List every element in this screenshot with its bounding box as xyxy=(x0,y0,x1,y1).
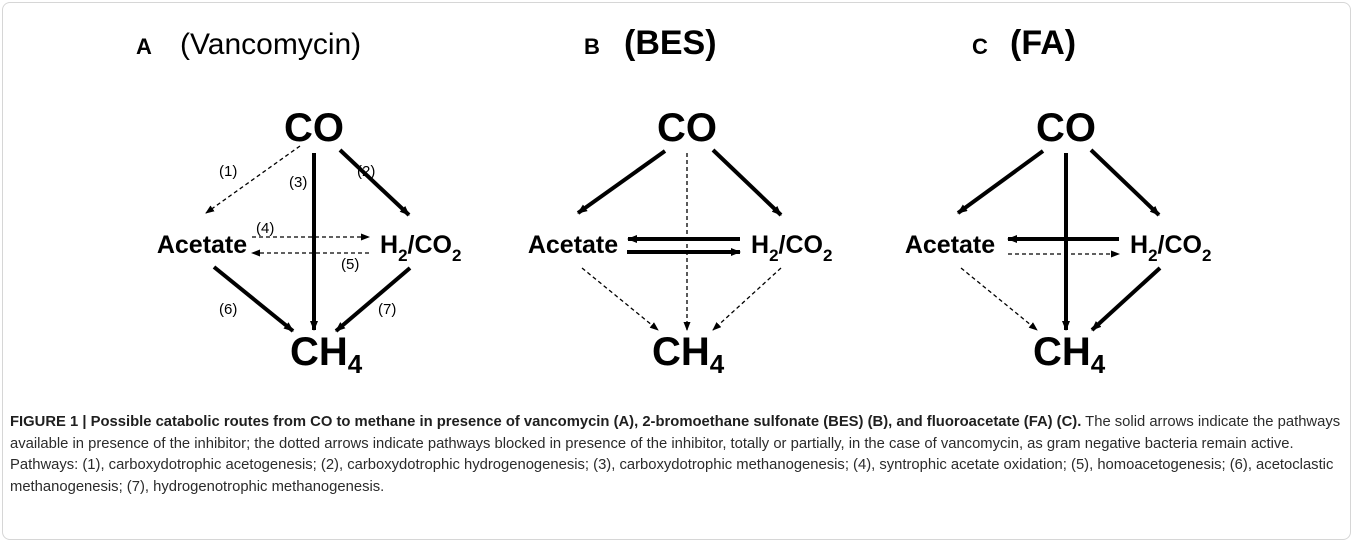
panel-b-arrow-h2co2-ch4-dotted xyxy=(712,267,782,331)
panel-b-ch4-node: CH4 xyxy=(652,330,725,379)
figure-caption: FIGURE 1 | Possible catabolic routes fro… xyxy=(10,412,1345,498)
panel-c: C (FA) CO Acetate H2/CO2 CH4 xyxy=(905,24,1212,379)
panel-a-label-1: (1) xyxy=(219,163,237,180)
figure-caption-title: FIGURE 1 | Possible catabolic routes fro… xyxy=(10,414,1082,430)
panel-b: B (BES) CO Acetate H2/CO2 CH4 xyxy=(528,24,833,379)
panel-a-label-7: (7) xyxy=(378,301,396,318)
panel-a-co-node: CO xyxy=(284,106,344,150)
panel-c-arrow-co-acetate-solid xyxy=(956,149,1045,215)
panel-a-ch4-node: CH4 xyxy=(290,330,363,379)
panel-a: A (Vancomycin) CO Acetate H2/CO2 CH4 (1)… xyxy=(136,28,461,379)
panel-a-h2co2-node: H2/CO2 xyxy=(380,231,461,265)
panel-a-label-6: (6) xyxy=(219,301,237,318)
panel-c-label: (FA) xyxy=(1010,24,1076,62)
panel-c-h2co2-node: H2/CO2 xyxy=(1130,231,1211,265)
panel-b-arrow-co-h2co2-solid xyxy=(711,148,783,217)
figure-diagram: A (Vancomycin) CO Acetate H2/CO2 CH4 (1)… xyxy=(136,24,1212,379)
panel-c-arrow-h2co2-ch4-solid xyxy=(1090,266,1162,332)
panel-c-letter: C xyxy=(972,34,988,59)
figure-caption-body: The solid arrows indicate the pathways a… xyxy=(10,414,1341,495)
panel-a-label-3: (3) xyxy=(289,174,307,191)
panel-b-label: (BES) xyxy=(624,24,717,62)
panel-a-arrow-2-solid xyxy=(338,148,411,217)
panel-a-label-4: (4) xyxy=(256,220,274,237)
panel-c-ch4-node: CH4 xyxy=(1033,330,1106,379)
panel-b-letter: B xyxy=(584,34,600,59)
panel-b-acetate-node: Acetate xyxy=(528,231,618,259)
panel-c-arrow-co-h2co2-solid xyxy=(1089,148,1161,217)
panel-a-letter: A xyxy=(136,34,152,59)
panel-c-arrow-acetate-ch4-dotted xyxy=(960,267,1038,331)
panel-a-label-2: (2) xyxy=(357,163,375,180)
panel-b-co-node: CO xyxy=(657,106,717,150)
panel-a-label-5: (5) xyxy=(341,256,359,273)
panel-a-arrow-6-solid xyxy=(212,265,295,333)
panel-c-acetate-node: Acetate xyxy=(905,231,995,259)
panel-a-arrow-1-dotted xyxy=(205,145,301,214)
panel-b-arrow-co-acetate-solid xyxy=(576,149,667,215)
panel-a-label: (Vancomycin) xyxy=(180,28,361,61)
panel-a-acetate-node: Acetate xyxy=(157,231,247,259)
panel-b-arrow-acetate-ch4-dotted xyxy=(581,267,659,331)
panel-a-arrow-7-solid xyxy=(334,266,412,333)
panel-b-h2co2-node: H2/CO2 xyxy=(751,231,832,265)
panel-c-co-node: CO xyxy=(1036,106,1096,150)
